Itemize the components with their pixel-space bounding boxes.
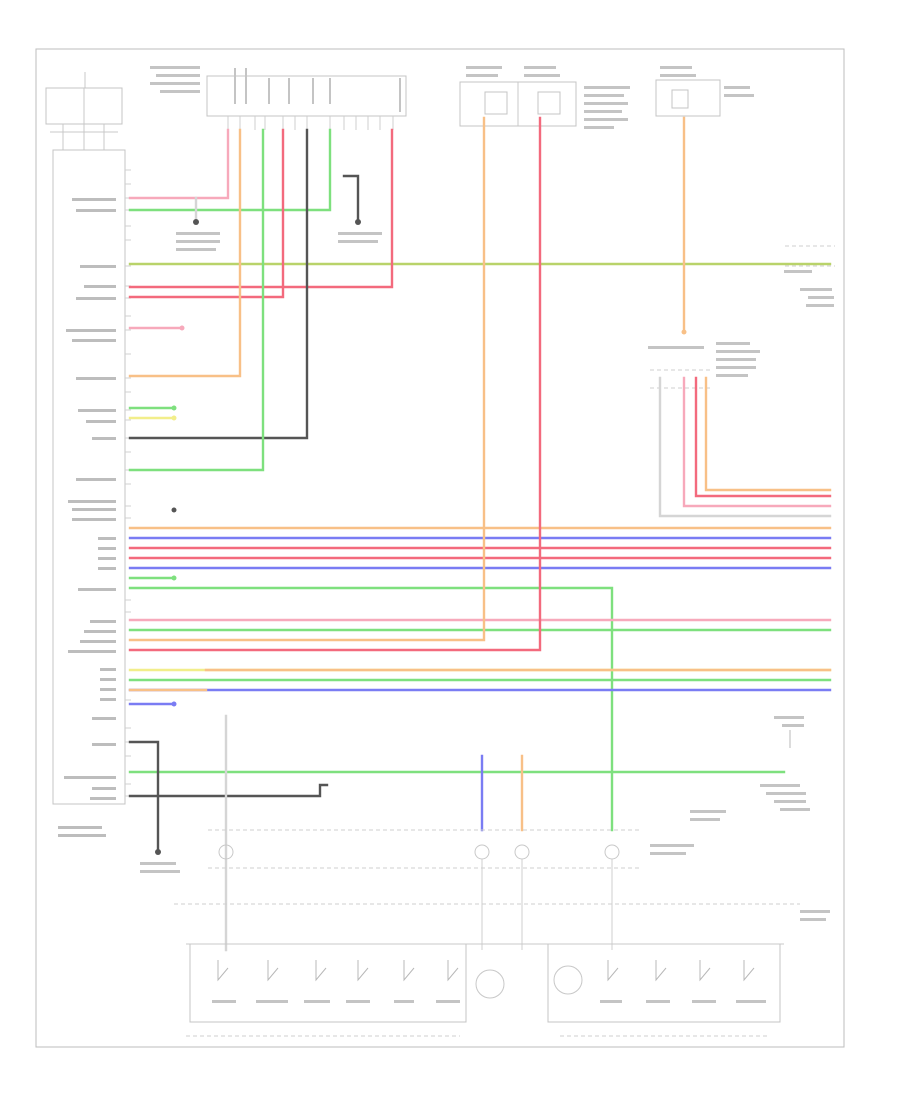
wire-green-5 [128,586,614,832]
right-lower-labels [650,716,830,921]
wire-orange-right-2 [704,376,832,492]
wire-red-3 [128,128,285,299]
right-switch-module [547,943,781,1023]
connector-icon [171,325,687,707]
fuse-group-right [655,66,754,117]
wire-layer [128,116,832,952]
diagram-frame [35,48,845,1048]
wire-orange-1 [128,128,242,378]
wire-dark-3 [128,740,160,852]
wire-red-6 [128,116,542,652]
wire-green-3 [128,128,265,472]
control-module [52,149,126,805]
fuse-group-center [459,66,630,129]
right-side-components [648,245,835,389]
wire-dark-1 [128,128,309,440]
top-connector-block [206,75,407,117]
wire-dark-2 [128,783,329,798]
wire-light-right [658,376,832,518]
switch-icon [217,960,755,982]
wire-red-2 [128,128,394,289]
ground-symbol-icon [155,219,361,855]
top-connector-labels [150,66,401,112]
fuse-group-left [45,72,123,150]
ground-labels [140,232,382,873]
wire-pink-4 [128,116,486,642]
motor-icon [475,965,583,999]
wire-red-1 [128,128,230,200]
wire-red-right [694,376,832,498]
left-switch-module [189,943,467,1023]
top-connector-pins [227,116,394,130]
lower-connector-circles [218,844,620,860]
module-pin-labels [58,198,116,837]
switch-labels [212,1000,766,1003]
wire-ground-2 [342,174,360,222]
wire-pink-right [682,376,832,508]
